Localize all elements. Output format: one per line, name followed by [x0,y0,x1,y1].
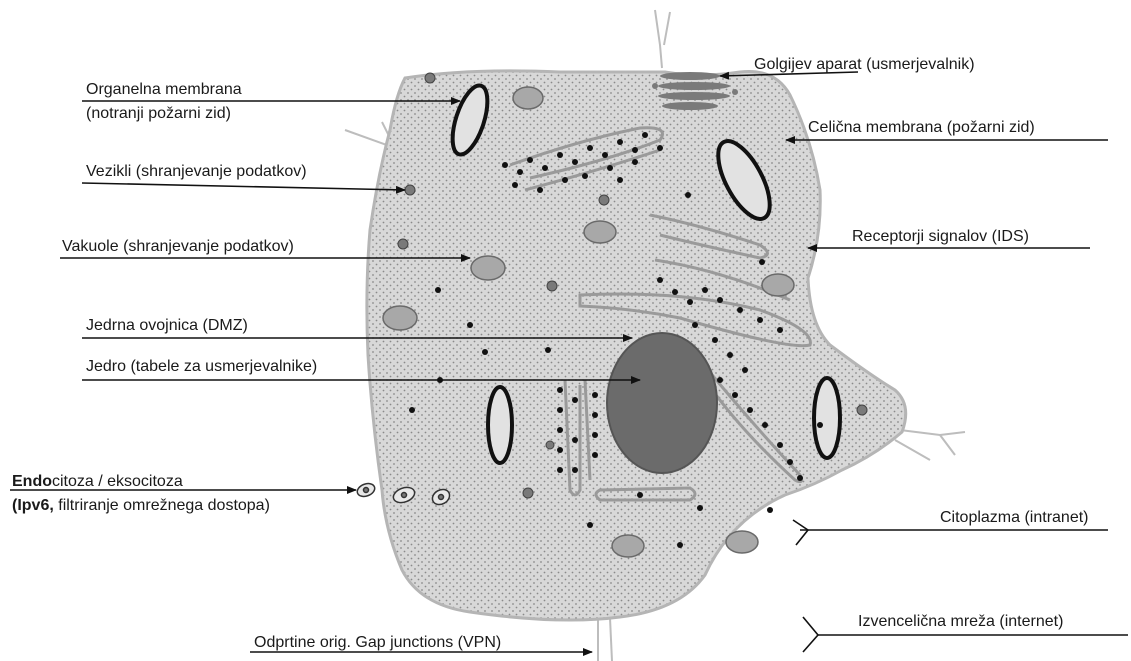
label-organelle-membrane-sub: (notranji požarni zid) [86,104,231,123]
label-receptors: Receptorji signalov (IDS) [852,227,1029,246]
label-gap-junctions: Odprtine orig. Gap junctions (VPN) [254,633,501,652]
label-endocytosis: Endocitoza / eksocitoza [12,472,183,491]
label-extracellular: Izvencelična mreža (internet) [858,612,1063,631]
label-vacuoles: Vakuole (shranjevanje podatkov) [62,237,294,256]
vesicles-arrow [82,183,405,190]
label-vesicles: Vezikli (shranjevanje podatkov) [86,162,307,181]
nucleus [607,333,717,473]
label-endocytosis-rest: citoza / eksocitoza [52,473,183,490]
label-cytoplasm: Citoplazma (intranet) [940,508,1089,527]
cytoplasm-bracket [793,520,808,545]
label-ipv6: (Ipv6, filtriranje omrežnega dostopa) [12,496,270,515]
label-ipv6-rest: filtriranje omrežnega dostopa) [54,497,270,514]
label-endocytosis-bold: Endo [12,473,52,490]
label-golgi: Golgijev aparat (usmerjevalnik) [754,55,975,74]
extracellular-bracket [803,617,818,652]
label-organelle-membrane: Organelna membrana [86,80,242,99]
label-ipv6-bold: (Ipv6, [12,497,54,514]
label-nuclear-envelope: Jedrna ovojnica (DMZ) [86,316,248,335]
label-nucleus: Jedro (tabele za usmerjevalnike) [86,357,317,376]
label-cell-membrane: Celična membrana (požarni zid) [808,118,1035,137]
